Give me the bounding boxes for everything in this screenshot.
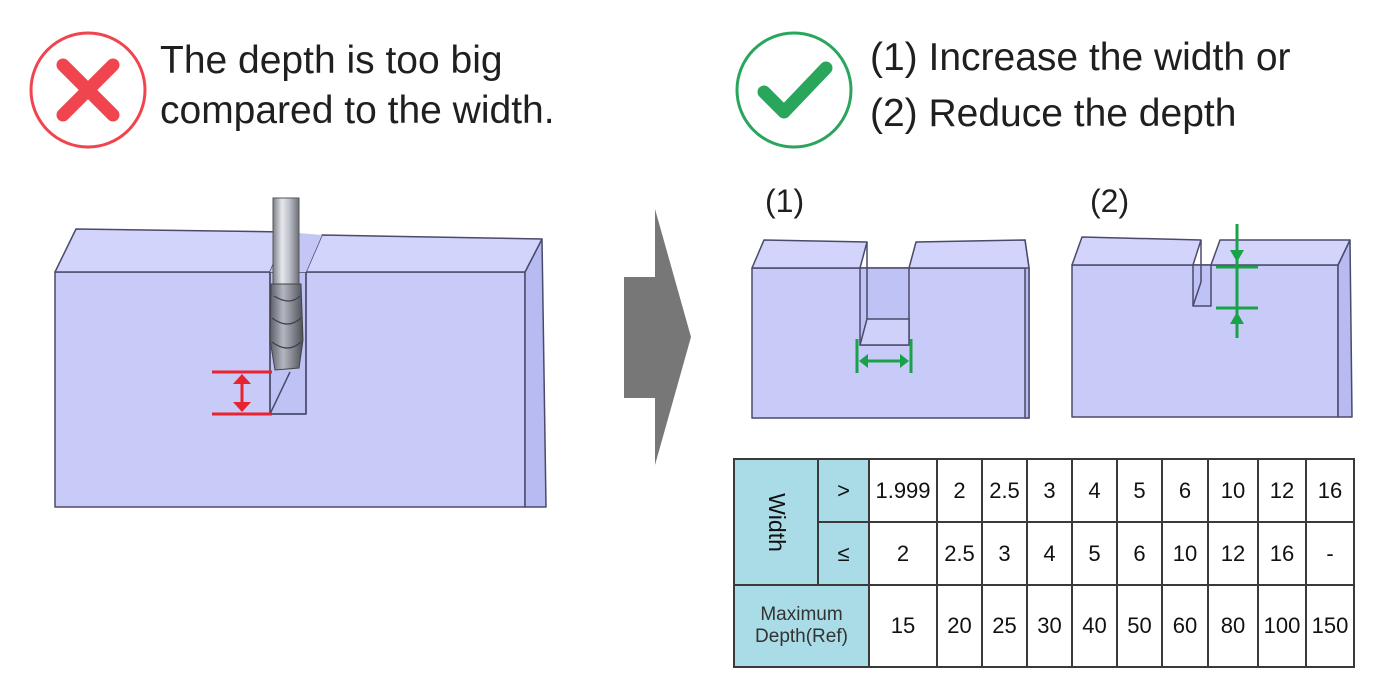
- table-cell: 2.5: [981, 458, 1028, 523]
- checkmark-icon: [735, 31, 853, 149]
- right-arrow-icon: [624, 209, 691, 465]
- table-cell: 30: [1026, 584, 1073, 668]
- table-cell: 1.999: [868, 458, 938, 523]
- bad-heading: The depth is too big compared to the wid…: [28, 30, 628, 150]
- table-cell: 4: [1026, 521, 1073, 586]
- table-cell: 12: [1207, 521, 1259, 586]
- table-cell: 15: [868, 584, 938, 668]
- table-cell: 5: [1071, 521, 1118, 586]
- table-cell: 12: [1257, 458, 1307, 523]
- table-cell: 4: [1071, 458, 1118, 523]
- table-cell: 20: [936, 584, 983, 668]
- width-depth-table: Width > 1.999 2 2.5 3 4 5 6 10 12 16 ≤ 2…: [733, 458, 1355, 668]
- max-depth-label-line1: Maximum: [760, 604, 843, 625]
- table-cell: 3: [981, 521, 1028, 586]
- option1-label: (1): [765, 183, 805, 219]
- option2-label: (2): [1090, 183, 1130, 219]
- wider-slot-illustration: [751, 239, 1030, 419]
- table-cell: 3: [1026, 458, 1073, 523]
- table-cell: 40: [1071, 584, 1118, 668]
- table-cell: 5: [1116, 458, 1163, 523]
- shallow-slot-illustration: [1071, 224, 1353, 418]
- workpiece-block: [54, 228, 547, 508]
- table-cell: 25: [981, 584, 1028, 668]
- table-cell: 60: [1161, 584, 1209, 668]
- good-heading-line2: (2) Reduce the depth: [870, 92, 1237, 135]
- width-dimension-green: [855, 339, 913, 373]
- table-cell: 10: [1207, 458, 1259, 523]
- table-row-greater-than: Width > 1.999 2 2.5 3 4 5 6 10 12 16: [733, 458, 1355, 586]
- table-cell: 2.5: [936, 521, 983, 586]
- table-row-less-or-equal: ≤ 2 2.5 3 4 5 6 10 12 16 -: [734, 521, 1355, 586]
- bad-heading-line2: compared to the width.: [160, 89, 555, 132]
- table-cell: 2: [868, 521, 938, 586]
- max-depth-label-line2: Depth(Ref): [755, 626, 848, 647]
- table-row-max-depth: Maximum Depth(Ref) 15 20 25 30 40 50 60 …: [733, 584, 1355, 668]
- table-cell: 80: [1207, 584, 1259, 668]
- table-cell: 10: [1161, 521, 1209, 586]
- table-cell: 150: [1305, 584, 1355, 668]
- deep-slot-illustration: [54, 197, 547, 508]
- good-heading-line1: (1) Increase the width or: [870, 36, 1291, 79]
- bad-heading-line1: The depth is too big: [160, 39, 503, 82]
- table-cell: 6: [1116, 521, 1163, 586]
- max-depth-header-cell: Maximum Depth(Ref): [733, 584, 870, 668]
- greater-than-symbol: >: [817, 458, 870, 523]
- width-header-cell: Width: [733, 458, 819, 586]
- table-cell: 100: [1257, 584, 1307, 668]
- table-cell: 6: [1161, 458, 1209, 523]
- depth-dimension-green: [1216, 224, 1258, 338]
- good-heading: (1) Increase the width or (2) Reduce the…: [734, 30, 1374, 150]
- table-cell: -: [1305, 521, 1355, 586]
- width-header-label: Width: [763, 492, 790, 552]
- x-cross-icon: [29, 31, 147, 149]
- table-cell: 2: [936, 458, 983, 523]
- depth-dimension-red: [212, 370, 272, 416]
- table-cell: 16: [1305, 458, 1355, 523]
- table-cell: 50: [1116, 584, 1163, 668]
- less-or-equal-symbol: ≤: [817, 521, 870, 586]
- end-mill-tool: [269, 197, 304, 371]
- table-cell: 16: [1257, 521, 1307, 586]
